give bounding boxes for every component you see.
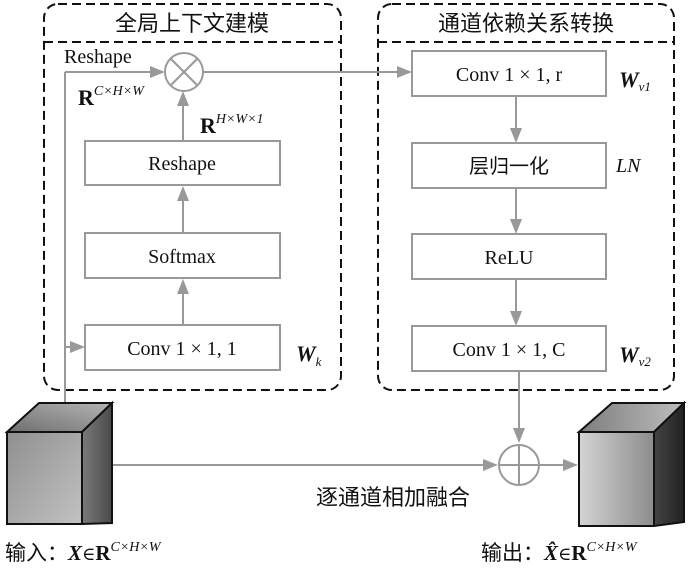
left-panel-title: 全局上下文建模 [115, 12, 269, 37]
ln-label: LN [615, 155, 642, 177]
weight-label-wk: Wk [296, 341, 322, 369]
dim-label-left: RC×H×W [78, 84, 145, 110]
block-layer-norm: 层归一化 [411, 142, 607, 189]
weight-label-wv2: Wv2 [619, 342, 651, 369]
block-conv-c-label: Conv 1 × 1, C [453, 339, 566, 361]
arrow-conv-to-softmax [177, 279, 189, 325]
wire-input-to-conv-k [65, 341, 85, 353]
input-tensor-cube [4, 400, 115, 526]
wire-add-to-output [540, 459, 578, 471]
add-icon [498, 444, 540, 486]
block-layer-norm-label: 层归一化 [469, 154, 549, 178]
arrow-ln-to-relu [510, 188, 522, 234]
input-label: 输入：X∈RC×H×W [5, 540, 162, 565]
output-label: 输出：X̂∈RC×H×W [481, 540, 638, 565]
arrow-conv-r-to-ln [510, 96, 522, 143]
left-panel-border [43, 3, 342, 391]
wire-conv-c-to-add [513, 371, 525, 443]
block-conv-r-label: Conv 1 × 1, r [456, 64, 563, 86]
block-relu: ReLU [411, 233, 607, 280]
multiply-icon [164, 52, 204, 92]
block-softmax-label: Softmax [148, 246, 216, 268]
channel-transform-panel: 通道依赖关系转换 Conv 1 × 1, r Wv1 层归一化 LN ReLU … [377, 3, 675, 391]
block-reshape-label: Reshape [148, 153, 216, 175]
block-reshape: Reshape [84, 140, 281, 186]
output-tensor-cube [576, 400, 687, 528]
right-panel-border [377, 3, 675, 391]
global-context-panel: 全局上下文建模 Reshape RC×H×W RH×W×1 Reshape So… [43, 3, 342, 391]
block-relu-label: ReLU [485, 247, 534, 269]
wire-multiply-to-conv-r [203, 66, 412, 78]
block-softmax: Softmax [84, 232, 281, 279]
fusion-label: 逐通道相加融合 [316, 486, 470, 511]
block-conv-k-label: Conv 1 × 1, 1 [127, 338, 237, 360]
block-conv-k: Conv 1 × 1, 1 [84, 324, 281, 371]
wire-input-trunk [64, 66, 165, 404]
wire-input-to-add [105, 459, 498, 471]
arrow-softmax-to-reshape [177, 186, 189, 233]
arrow-relu-to-conv-c [510, 279, 522, 326]
weight-label-wv1: Wv1 [619, 67, 651, 94]
dim-label-right: RH×W×1 [200, 112, 264, 138]
right-panel-title: 通道依赖关系转换 [438, 12, 614, 37]
arrow-reshape-to-multiply [177, 91, 189, 141]
block-conv-r: Conv 1 × 1, r [411, 50, 607, 97]
block-conv-c: Conv 1 × 1, C [411, 325, 607, 372]
reshape-label: Reshape [64, 46, 132, 68]
